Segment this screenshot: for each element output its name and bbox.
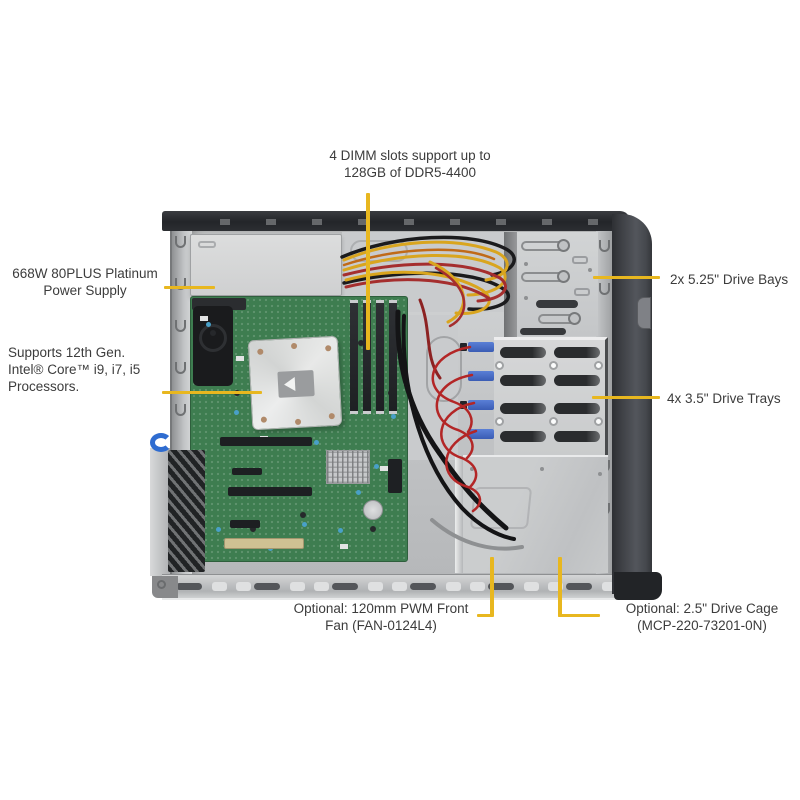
drive-tray-handle xyxy=(554,347,600,358)
drive-tray-handle xyxy=(500,403,546,414)
pcie-x16-slot xyxy=(220,437,312,446)
bay-stamp xyxy=(469,487,533,529)
panel-stamp xyxy=(350,240,408,262)
leader-drive-trays xyxy=(592,396,660,399)
cage-hole xyxy=(495,417,504,426)
heatsink-screw xyxy=(325,345,332,352)
callout-psu-label: 668W 80PLUS Platinum Power Supply xyxy=(12,266,158,298)
sata-connector xyxy=(468,371,494,381)
bay-slide-knob xyxy=(568,312,581,325)
callout-fan-label: Optional: 120mm PWM Front Fan (FAN-0124L… xyxy=(293,601,469,633)
chassis-screw xyxy=(157,580,166,589)
cage-hole xyxy=(594,417,603,426)
screw-hole xyxy=(524,262,528,266)
drive-tray-handle xyxy=(500,431,546,442)
cage-hole xyxy=(549,361,558,370)
drive-bay-divider xyxy=(504,232,517,344)
psu-detail xyxy=(198,241,216,248)
bay-front-fold xyxy=(455,455,463,573)
rim-vent-light xyxy=(212,582,227,591)
bay-slot xyxy=(536,300,578,308)
pcie-x16-slot xyxy=(228,487,312,496)
heatsink-screw xyxy=(290,342,298,350)
leader-cpu xyxy=(162,391,262,394)
drive-tray-handle xyxy=(554,403,600,414)
drive-tray-handle xyxy=(500,375,546,386)
cpu-heatsink xyxy=(247,335,343,431)
callout-trays-label: 4x 3.5" Drive Trays xyxy=(667,391,781,406)
capacitors xyxy=(206,322,211,327)
stamp-u xyxy=(175,236,186,248)
callout-cpu-label: Supports 12th Gen. Intel® Core™ i9, i7, … xyxy=(8,345,141,394)
cage-hole xyxy=(549,417,558,426)
leader-psu xyxy=(164,286,215,289)
rim-vent-dark xyxy=(176,583,202,590)
stamp-u xyxy=(599,283,610,295)
dimm-slot xyxy=(350,300,358,414)
drive-cage-3-5 xyxy=(494,337,608,455)
dimm-slot xyxy=(376,300,384,414)
fan-ring xyxy=(199,324,227,352)
drive-tray-handle xyxy=(500,347,546,358)
stamp-u xyxy=(175,362,186,374)
screw-hole xyxy=(524,296,528,300)
sata-latch xyxy=(460,401,467,409)
atx-power-connector xyxy=(388,459,402,493)
cage-hole xyxy=(594,361,603,370)
bezel-foot xyxy=(614,572,662,600)
leader-fan-vertical xyxy=(490,557,494,617)
pcie-retention-clip xyxy=(150,433,172,452)
chassis-bottom-rim xyxy=(162,574,640,598)
bay-slide-knob xyxy=(557,270,570,283)
front-bezel xyxy=(612,214,652,594)
leader-cage-horizontal xyxy=(558,614,600,617)
heatsink-screw xyxy=(260,416,268,423)
heatsink-screw xyxy=(328,412,335,420)
screw-hole xyxy=(588,268,592,272)
stamp-u xyxy=(175,404,186,416)
drive-tray-handle xyxy=(554,375,600,386)
stamp-u xyxy=(175,278,186,290)
leader-cage-vertical xyxy=(558,557,562,617)
heatsink-label xyxy=(277,370,315,398)
expansion-slot-vents xyxy=(168,450,205,572)
board-connectors xyxy=(200,316,208,321)
chassis-left-edge xyxy=(150,448,170,576)
screw-hole xyxy=(470,467,474,471)
pch-heatsink xyxy=(326,450,370,484)
leader-fan-horizontal xyxy=(477,614,492,617)
bezel-latch xyxy=(637,297,651,329)
callout-dimm-label: 4 DIMM slots support up to 128GB of DDR5… xyxy=(329,148,491,180)
heatsink-screw xyxy=(294,418,302,426)
drive-tray-handle xyxy=(554,431,600,442)
leader-dimm xyxy=(366,193,370,350)
pci-slot xyxy=(224,538,304,549)
cmos-battery xyxy=(363,500,383,520)
screw-hole xyxy=(598,472,602,476)
rim-vents xyxy=(184,219,614,225)
floor-stamp xyxy=(426,336,462,402)
callout-bays-label: 2x 5.25" Drive Bays xyxy=(670,272,789,287)
cage-hole xyxy=(495,361,504,370)
leader-drive-bays xyxy=(593,276,660,279)
sata-connector xyxy=(468,342,494,352)
bay-slide-knob xyxy=(557,239,570,252)
sata-connector xyxy=(468,400,494,410)
bay-stamp xyxy=(572,256,588,264)
pcie-x1-slot xyxy=(230,520,260,528)
stamp-u xyxy=(175,320,186,332)
bay-slot xyxy=(520,328,566,335)
arrow-icon xyxy=(283,377,296,392)
bay-stamp xyxy=(574,288,590,296)
dimm-slot xyxy=(389,300,397,414)
heatsink-screw xyxy=(257,348,264,355)
callout-cage-label: Optional: 2.5" Drive Cage (MCP-220-73201… xyxy=(625,601,779,633)
sata-connector xyxy=(468,429,494,439)
pcie-x1-slot xyxy=(232,468,262,475)
screw-hole xyxy=(540,467,544,471)
stamp-u xyxy=(599,240,610,252)
capacitors xyxy=(210,330,216,336)
sata-latch xyxy=(460,343,467,351)
